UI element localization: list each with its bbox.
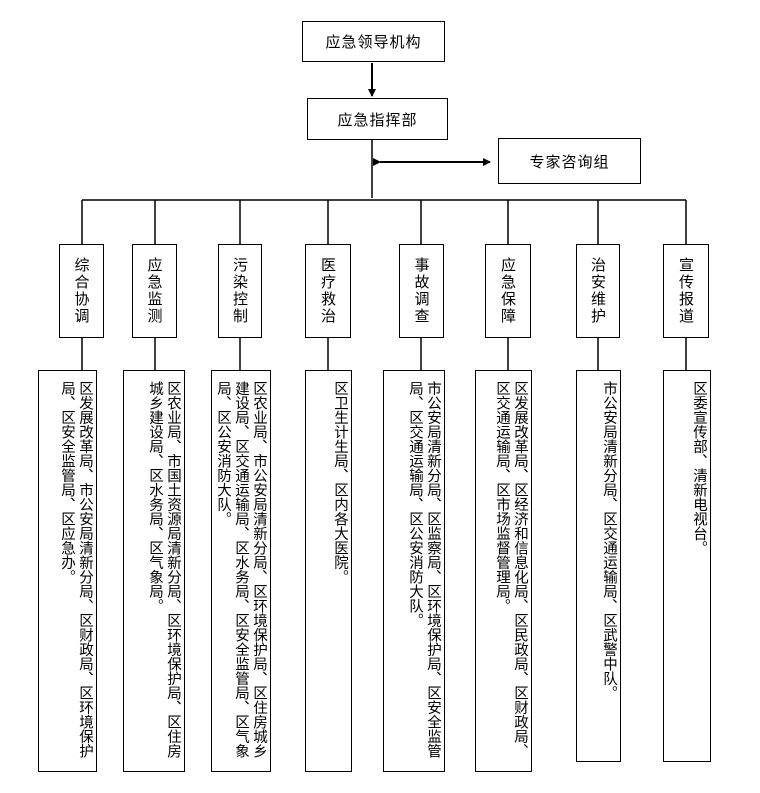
group-detail-8: 区委宣传部、清新电视台。 (663, 370, 711, 762)
group-detail-5: 市公安局清新分局、区监察局、区环境保护局、区安全监管局、区交通运输局、区公安消防… (383, 370, 445, 772)
group-detail-3: 区农业局、市公安局清新分局、区环境保护局、区住房城乡建设局、区交通运输局、区水务… (211, 370, 271, 772)
command-box: 应急指挥部 (307, 98, 448, 140)
expert-label: 专家咨询组 (529, 152, 610, 171)
leadership-box: 应急领导机构 (302, 21, 445, 62)
group-title-7: 治安维护 (576, 244, 620, 338)
leadership-label: 应急领导机构 (325, 33, 422, 51)
group-title-6: 应急保障 (485, 244, 531, 338)
group-detail-7: 市公安局清新分局、区交通运输局、区武警中队。 (576, 370, 621, 762)
group-detail-2: 区农业局、市国土资源局清新分局、区环境保护局、区住房城乡建设局、区水务局、区气象… (123, 370, 185, 772)
group-title-1: 综合协调 (59, 244, 104, 338)
group-title-4: 医疗救治 (305, 244, 351, 338)
group-detail-4: 区卫生计生局、区内各大医院。 (305, 370, 352, 772)
group-detail-1: 区发展改革局、市公安局清新分局、区财政局、区环境保护局、区安全监管局、区应急办。 (38, 370, 97, 772)
group-detail-6: 区发展改革局、区经济和信息化局、区民政局、区财政局、区交通运输局、区市场监督管理… (475, 370, 532, 772)
command-label: 应急指挥部 (337, 110, 418, 129)
expert-box: 专家咨询组 (498, 138, 641, 184)
group-title-8: 宣传报道 (663, 244, 709, 338)
group-title-2: 应急监测 (132, 244, 177, 338)
group-title-3: 污染控制 (218, 244, 262, 338)
group-title-5: 事故调查 (399, 244, 444, 338)
